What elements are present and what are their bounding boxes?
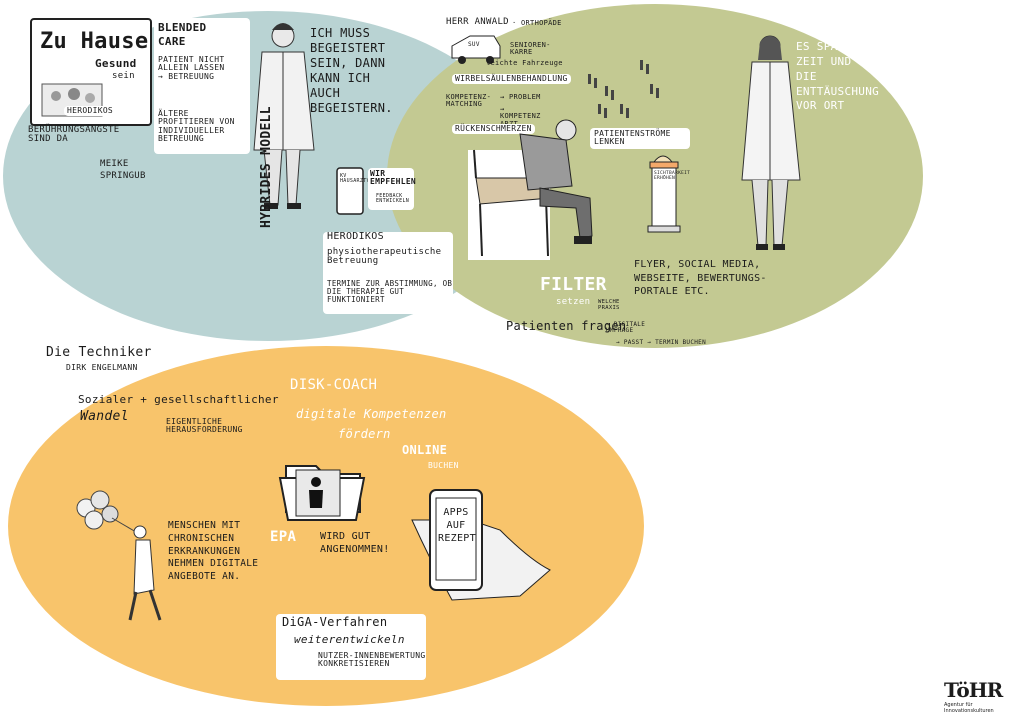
logo-tagline: Agentur für Innovationskulturen: [944, 702, 994, 714]
kompetenz-arzt-text: → Kompetenz Arzt: [500, 105, 541, 127]
wandel-text: Wandel: [80, 409, 129, 424]
care-text: care: [158, 35, 186, 48]
kompetenz-matching-text: Kompetenz-Matching: [446, 93, 492, 109]
filter-text: Filter: [540, 274, 607, 295]
buchen-text: buchen: [428, 461, 459, 470]
feedback-text: Feedback entwickeln: [376, 193, 410, 205]
wird-gut-text: wird gut angenommen!: [320, 531, 390, 555]
physio-text: physiotherapeutische Betreuung: [327, 247, 442, 267]
eigentliche-text: eigentliche Herausforderung: [166, 417, 243, 435]
meike-text: Meike: [100, 159, 129, 169]
setzen-text: setzen: [556, 297, 591, 307]
diga-card: [276, 614, 426, 680]
menschen-text: Menschen mit chronischen Erkrankungen ne…: [168, 520, 259, 583]
gesund-text: Gesund: [95, 57, 137, 70]
litfass-text: Sichtbarkeit erhöhen: [654, 171, 691, 181]
sozialer-text: Sozialer + gesellschaftlicher: [78, 393, 279, 406]
wir-empfehlen-card: [368, 168, 414, 210]
flyer-text: Flyer, Social media, Webseite, Bewertung…: [634, 259, 767, 297]
yellow-region: [8, 346, 644, 706]
es-spart-text: Es spart Zeit und die Enttäuschung vor O…: [796, 40, 880, 113]
apps-auf-rezept-text: Apps auf Rezept: [438, 507, 476, 544]
patientenstroeme-text: Patientenströme lenken: [590, 128, 690, 149]
logo-mark: TöHR: [944, 678, 1003, 702]
online-text: online: [402, 443, 448, 457]
digitale-kompetenzen-text: digitale Kompetenzen: [296, 407, 447, 421]
aeltere-text: Ältere profitieren von individueller Bet…: [158, 109, 235, 144]
diga-1-text: DiGA-Verfahren: [282, 615, 388, 629]
beruehrungsaengste-text: Berührungsängste sind da: [28, 125, 120, 145]
blended-text: Blended: [158, 21, 207, 34]
termine-text: Termine zur Abstimmung, ob die Therapie …: [327, 279, 453, 304]
blended-care-card: [154, 18, 250, 154]
herodikos-photo-label: Herodikos: [64, 106, 117, 117]
herodikos-card: [323, 232, 453, 314]
sein-text: sein: [112, 71, 135, 81]
patienten-fragen-text: Patienten fragen: [506, 319, 627, 333]
diga-2-text: weiterentwickeln: [294, 633, 405, 646]
epa-text: ePA: [270, 529, 297, 545]
springub-text: Springub: [100, 171, 146, 181]
patient-alone-text: Patient nicht allein lassen → Betreuung: [158, 55, 225, 81]
toehr-logo: TöHR Agentur für Innovationskulturen: [944, 678, 1004, 714]
herodikos-text: Herodikos: [327, 231, 384, 242]
digitale-umfrage-text: → digitale Umfrage: [606, 321, 646, 335]
zu-hause-title: Zu Hause: [40, 29, 149, 54]
passt-text: → passt → Termin buchen: [616, 339, 706, 346]
ich-muss-text: Ich muss begeistert sein, dann kann ich …: [310, 26, 393, 115]
welche-praxis-text: welche Praxis: [598, 299, 620, 311]
herr-anwald-text: Herr Anwald: [446, 17, 509, 27]
ruecken-text: Rückenschmerzen: [452, 124, 535, 135]
problem-text: → Problem: [500, 93, 541, 101]
wirbel-text: Wirbelsäulenbehandlung: [452, 74, 571, 85]
suv-text: SUV: [468, 41, 480, 48]
leichte-text: leichte Fahrzeuge: [486, 59, 563, 67]
disk-coach-text: DiSK-Coach: [290, 377, 378, 393]
nutzer-text: Nutzer-innenbewertung konkretisieren: [318, 651, 426, 669]
dirk-text: Dirk Engelmann: [66, 363, 138, 372]
foerdern-text: fördern: [338, 427, 391, 441]
die-techniker-text: Die Techniker: [46, 345, 152, 360]
senioren-text: Senioren-Karre: [510, 41, 551, 57]
orthopaede-text: · Orthopäde: [512, 19, 562, 27]
wir-empfehlen-text: Wir empfehlen: [370, 169, 417, 187]
